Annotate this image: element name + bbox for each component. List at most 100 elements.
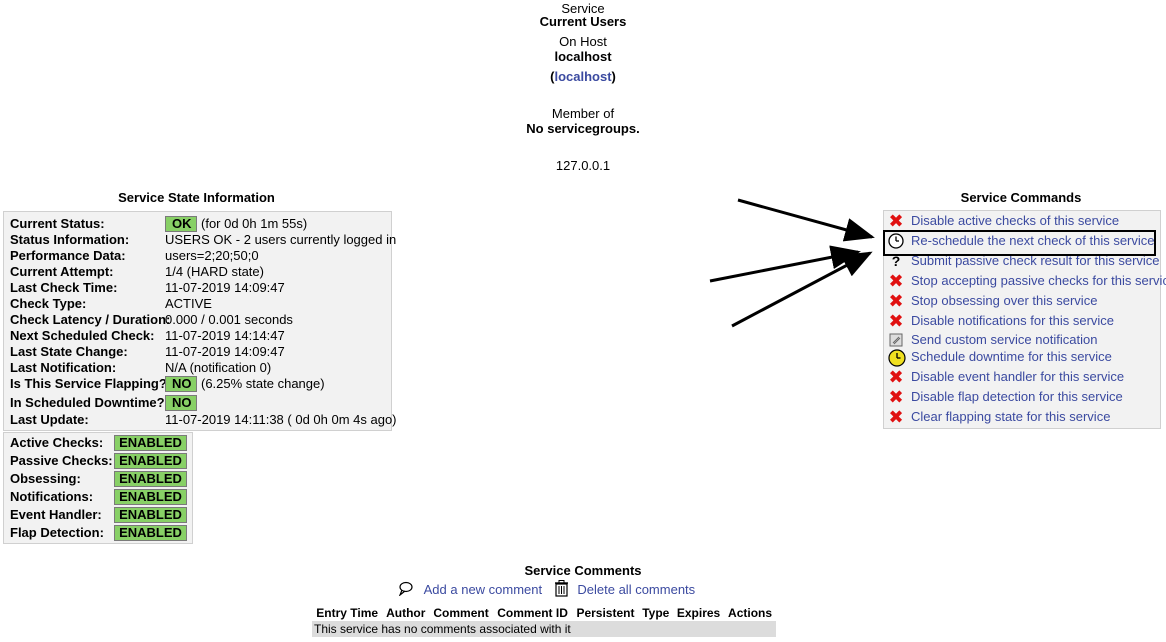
paren-open: ( (550, 69, 555, 84)
command-link[interactable]: Schedule downtime for this service (911, 349, 1112, 364)
x-icon: ✖ (888, 211, 904, 231)
enabled-badge: ENABLED (114, 435, 187, 451)
downtime-clock-icon (888, 349, 906, 367)
arrow-top (737, 198, 875, 242)
arrows-annotation (709, 198, 875, 328)
state-row-value-wrapper: 11-07-2019 14:11:38 ( 0d 0h 0m 4s ago) (165, 412, 397, 428)
command-link[interactable]: Re-schedule the next check of this servi… (911, 233, 1155, 248)
command-item[interactable]: ✖ Clear flapping state for this service (886, 408, 1158, 426)
status-badge: OK (165, 216, 197, 232)
delete-comments-link[interactable]: Delete all comments (577, 582, 696, 598)
command-link[interactable]: Disable active checks of this service (911, 213, 1120, 228)
column-header[interactable]: Type (638, 605, 673, 621)
check-label: Flap Detection: (10, 525, 104, 540)
service-name: Current Users (539, 14, 627, 29)
column-header[interactable]: Expires (672, 605, 725, 621)
check-row: Active Checks: ENABLED (10, 435, 188, 451)
trash-icon (554, 580, 570, 602)
state-row-value: (6.25% state change) (201, 376, 325, 391)
x-icon: ✖ (888, 367, 904, 387)
state-row-value-wrapper: users=2;20;50;0 (165, 248, 259, 264)
state-info-table: Current Status:OK(for 0d 0h 1m 55s)Statu… (3, 211, 397, 431)
highlight-box (883, 230, 1156, 256)
state-row-value: 11-07-2019 14:11:38 ( 0d 0h 0m 4s ago) (165, 412, 397, 427)
state-row-value: 11-07-2019 14:09:47 (165, 344, 285, 359)
command-item[interactable]: ✖ Disable event handler for this service (886, 368, 1158, 386)
column-header[interactable]: Persistent (572, 605, 639, 621)
x-icon: ✖ (888, 387, 904, 407)
state-row-value-wrapper: 1/4 (HARD state) (165, 264, 264, 280)
state-row-label: Is This Service Flapping? (10, 376, 167, 391)
host-label: On Host (559, 34, 607, 49)
command-item[interactable]: ?Submit passive check result for this se… (886, 252, 1160, 270)
state-row-value-wrapper: ACTIVE (165, 296, 212, 312)
table-row: This service has no comments associated … (312, 621, 776, 637)
command-link[interactable]: Disable event handler for this service (911, 369, 1125, 384)
state-row-label: Last State Change: (10, 344, 128, 359)
command-link[interactable]: Stop obsessing over this service (911, 293, 1098, 308)
state-row-value-wrapper: 11-07-2019 14:09:47 (165, 344, 285, 360)
status-badge: NO (165, 376, 197, 392)
add-comment-link[interactable]: Add a new comment (423, 582, 543, 598)
command-item[interactable]: ✖ Stop accepting passive checks for this … (886, 271, 1166, 291)
status-badge: NO (165, 395, 197, 411)
host-address: 127.0.0.1 (555, 158, 611, 173)
enabled-badge: ENABLED (114, 471, 187, 487)
command-item[interactable]: ✖ Stop obsessing over this service (886, 292, 1158, 310)
state-row-label: In Scheduled Downtime? (10, 395, 165, 410)
host-name: localhost (554, 49, 612, 64)
x-icon: ✖ (888, 291, 904, 311)
x-icon: ✖ (888, 311, 904, 331)
check-row: Event Handler:ENABLED (10, 507, 188, 523)
command-link[interactable]: Clear flapping state for this service (911, 409, 1111, 424)
command-item[interactable]: Send custom service notification (886, 331, 1158, 349)
check-label: Passive Checks: (10, 453, 113, 468)
state-row-label: Last Check Time: (10, 280, 118, 295)
x-icon: ✖ (888, 271, 904, 291)
state-row-value: (for 0d 0h 1m 55s) (201, 216, 308, 231)
comment-icon (398, 581, 414, 601)
state-row-value: 11-07-2019 14:09:47 (165, 280, 285, 295)
state-row-value-wrapper: 11-07-2019 14:09:47 (165, 280, 285, 296)
enabled-badge: ENABLED (114, 525, 187, 541)
command-link[interactable]: Submit passive check result for this ser… (911, 253, 1160, 268)
state-row-value: ACTIVE (165, 296, 212, 311)
x-icon: ✖ (888, 407, 904, 427)
command-item[interactable]: Re-schedule the next check of this servi… (886, 232, 1158, 250)
command-link[interactable]: Disable flap detection for this service (911, 389, 1123, 404)
command-item[interactable]: ✖ Disable notifications for this service (886, 312, 1158, 330)
check-row: Obsessing: ENABLED (10, 471, 188, 487)
enabled-badge: ENABLED (114, 453, 187, 469)
command-link[interactable]: Send custom service notification (911, 332, 1098, 347)
command-item[interactable]: Schedule downtime for this service (886, 348, 1158, 367)
clock-icon (888, 233, 904, 249)
state-info-title: Service State Information (118, 190, 275, 205)
check-label: Obsessing: (10, 471, 81, 486)
check-label: Event Handler: (10, 507, 102, 522)
enabled-badge: ENABLED (114, 489, 187, 505)
state-row-value-wrapper: 11-07-2019 14:14:47 (165, 328, 285, 344)
check-label: Active Checks: (10, 435, 104, 450)
column-header[interactable]: Actions (724, 605, 776, 621)
state-row-value: USERS OK - 2 users currently logged in (165, 232, 397, 247)
state-row-value: 1/4 (HARD state) (165, 264, 264, 279)
check-row: Flap Detection: ENABLED (10, 525, 188, 541)
command-item[interactable]: ✖ Disable active checks of this service (886, 212, 1158, 230)
column-header[interactable]: Comment ID (492, 605, 573, 621)
host-link-wrapper: (localhost) (0, 68, 1166, 85)
column-header[interactable]: Entry Time (312, 605, 383, 621)
column-header[interactable]: Comment (429, 605, 493, 621)
host-link[interactable]: localhost (554, 69, 612, 84)
state-row-value-wrapper: OK (for 0d 0h 1m 55s) (165, 216, 307, 232)
state-row-value-wrapper: 0.000 / 0.001 seconds (165, 312, 293, 328)
state-row-label: Last Notification: (10, 360, 117, 375)
comment-links: Add a new comment Delete all comments (398, 580, 695, 598)
command-link[interactable]: Stop accepting passive checks for this s… (911, 273, 1166, 288)
command-link[interactable]: Disable notifications for this service (911, 313, 1115, 328)
state-row-value: 0.000 / 0.001 seconds (165, 312, 293, 327)
commands-title: Service Commands (960, 190, 1082, 205)
command-item[interactable]: ✖ Disable flap detection for this service (886, 388, 1158, 406)
column-header[interactable]: Author (382, 605, 430, 621)
notify-icon (888, 332, 904, 348)
